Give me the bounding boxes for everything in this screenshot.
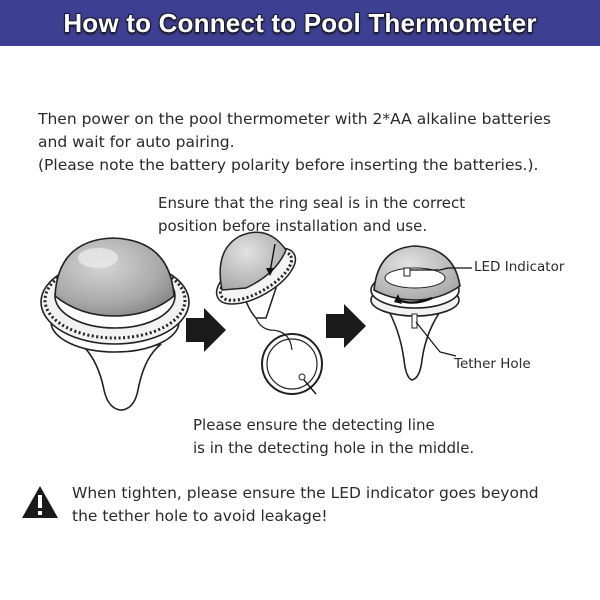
ring-seal-note-line-1: Ensure that the ring seal is in the corr… <box>158 194 466 212</box>
ring-seal-pointer-head <box>266 268 274 276</box>
tether-pointer <box>415 321 457 357</box>
warning-line-1: When tighten, please ensure the LED indi… <box>72 484 539 502</box>
warning-text: When tighten, please ensure the LED indi… <box>72 482 539 528</box>
ring-seal-pointer <box>269 243 276 273</box>
intro-line-3: (Please note the battery polarity before… <box>38 156 539 174</box>
warning-icon-spacer <box>28 482 64 483</box>
ring-seal-note-line-2: position before installation and use. <box>158 217 428 235</box>
thermometer-cap-ring-seal <box>215 231 323 395</box>
title-banner: How to Connect to Pool Thermometer <box>0 0 600 46</box>
warning-icon <box>22 486 58 518</box>
led-indicator-label: LED Indicator <box>474 259 565 275</box>
detecting-line-pointer <box>303 379 317 395</box>
thermometer-led-tether <box>370 245 461 381</box>
rotate-arrow-head-icon <box>394 294 402 304</box>
detecting-line-note-line-2: is in the detecting hole in the middle. <box>193 439 475 457</box>
intro-line-2: and wait for auto pairing. <box>38 133 235 151</box>
ring-seal-note: Ensure that the ring seal is in the corr… <box>158 192 465 238</box>
warning-block: When tighten, please ensure the LED indi… <box>28 482 539 528</box>
step-arrow-1 <box>186 308 226 352</box>
intro-line-1: Then power on the pool thermometer with … <box>38 110 551 128</box>
step-arrow-2 <box>326 304 366 348</box>
page-title: How to Connect to Pool Thermometer <box>63 7 537 38</box>
detecting-line-note: Please ensure the detecting line is in t… <box>193 414 474 460</box>
intro-instructions: Then power on the pool thermometer with … <box>38 108 578 177</box>
tether-hole-label: Tether Hole <box>454 356 531 372</box>
detecting-line-note-line-1: Please ensure the detecting line <box>193 416 435 434</box>
warning-line-2: the tether hole to avoid leakage! <box>72 507 328 525</box>
led-pointer <box>410 267 472 271</box>
thermometer-assembled <box>40 237 190 411</box>
